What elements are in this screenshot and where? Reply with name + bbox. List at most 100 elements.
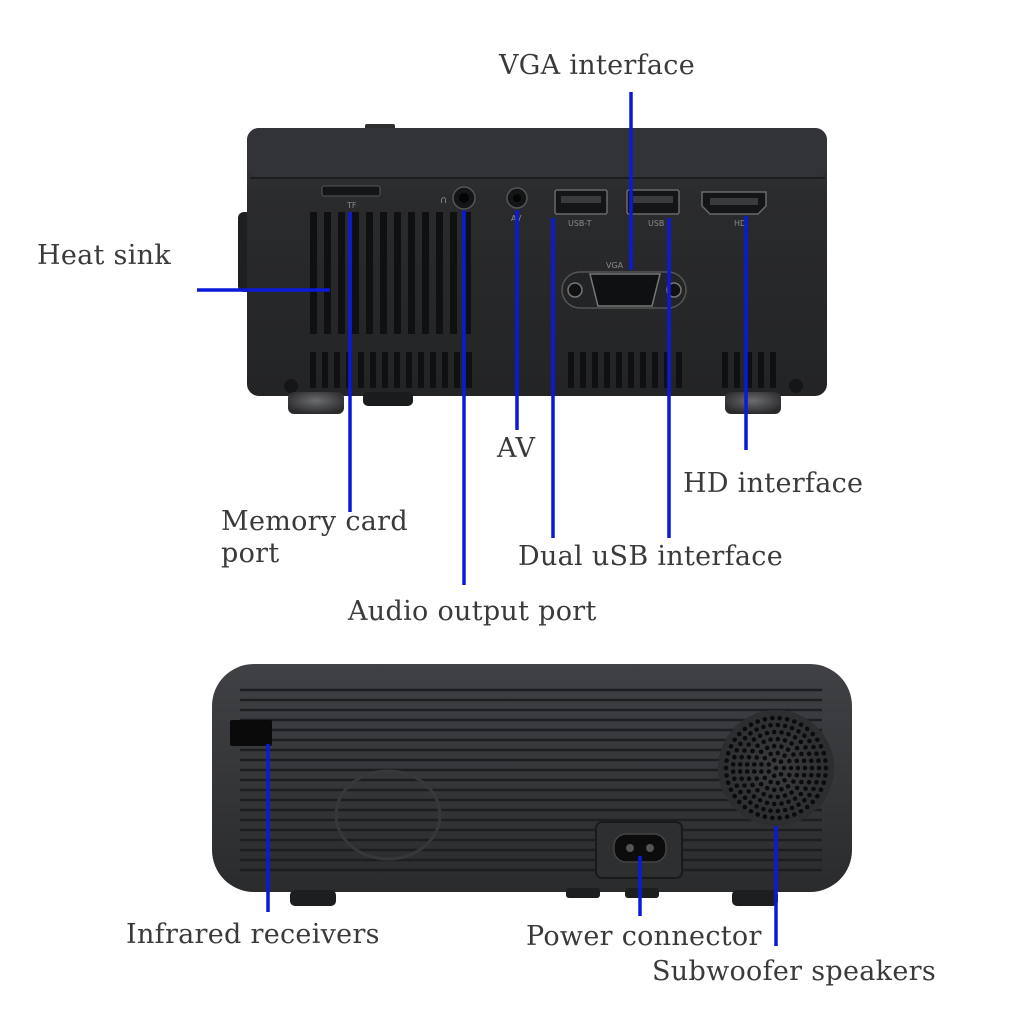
- memory-card-slot: TF: [321, 185, 381, 210]
- speaker-hole: [770, 815, 775, 821]
- speaker-hole: [771, 787, 777, 793]
- speaker-hole: [742, 735, 748, 741]
- speaker-hole: [755, 743, 760, 748]
- speaker-hole: [728, 744, 734, 749]
- speaker-hole: [762, 775, 768, 781]
- leader-lines: [197, 92, 778, 946]
- speaker-hole: [799, 751, 804, 757]
- speaker-hole: [796, 729, 801, 734]
- speaker-hole: [802, 765, 808, 771]
- speaker-hole: [821, 751, 827, 756]
- infrared-window: [230, 720, 272, 746]
- speaker-hole: [746, 742, 751, 747]
- speaker-hole: [801, 772, 807, 778]
- speaker-hole: [775, 794, 781, 800]
- speaker-hole: [755, 788, 760, 793]
- speaker-hole: [782, 723, 788, 729]
- label-hd-interface: HD interface: [683, 468, 864, 499]
- speaker-hole: [792, 735, 798, 740]
- speaker-hole: [789, 805, 795, 811]
- speaker-hole: [730, 762, 736, 767]
- speaker-hole: [737, 799, 742, 805]
- speaker-hole: [768, 808, 773, 813]
- speaker-hole: [766, 769, 772, 774]
- speaker-hole: [816, 773, 821, 778]
- rear-body: [247, 128, 827, 396]
- speaker-hole: [759, 762, 764, 767]
- speaker-hole: [768, 794, 773, 799]
- tf-mark: TF: [346, 201, 357, 210]
- speaker-hole: [787, 758, 792, 764]
- speaker-hole: [814, 780, 819, 785]
- speaker-hole: [737, 769, 743, 774]
- speaker-hole: [734, 783, 740, 788]
- top-band: [247, 128, 827, 178]
- speaker-hole: [784, 717, 790, 722]
- speaker-hole: [789, 790, 794, 795]
- label-dual-usb-interface: Dual uSB interface: [518, 541, 784, 572]
- speaker-hole: [782, 793, 788, 798]
- speaker-hole: [738, 741, 743, 747]
- speaker-hole: [751, 794, 757, 799]
- speaker-hole: [723, 765, 729, 771]
- heat-sink-slots: [310, 212, 471, 334]
- speaker-hole: [762, 717, 768, 722]
- speaker-hole: [771, 757, 777, 763]
- speaker-hole: [786, 799, 791, 805]
- speaker-hole: [818, 787, 824, 792]
- speaker-hole: [759, 769, 764, 774]
- speaker-hole: [794, 785, 800, 791]
- speaker-hole: [779, 730, 784, 735]
- speaker-hole: [782, 807, 788, 813]
- speaker-hole: [823, 765, 829, 771]
- speaker-hole: [764, 785, 770, 791]
- speaker-hole: [762, 755, 768, 761]
- faint-emboss: [334, 769, 442, 861]
- speaker-hole: [732, 737, 737, 743]
- speaker-hole: [739, 754, 744, 760]
- speaker-hole: [779, 801, 784, 806]
- speaker-hole: [738, 789, 743, 795]
- label-infrared-receivers: Infrared receivers: [126, 919, 380, 950]
- speaker-hole: [801, 758, 807, 764]
- speaker-hole: [739, 776, 744, 782]
- speaker-hole: [798, 722, 804, 727]
- speaker-hole: [807, 738, 812, 744]
- speaker-hole: [799, 779, 804, 785]
- speaker-hole: [768, 779, 773, 785]
- usb2-mark: USB: [648, 219, 664, 228]
- label-vga-interface: VGA interface: [499, 50, 695, 81]
- speaker-hole: [758, 749, 764, 755]
- speaker-hole: [724, 773, 729, 778]
- speaker-hole: [796, 802, 801, 807]
- speaker-hole: [806, 751, 812, 757]
- speaker-hole: [730, 769, 736, 774]
- speaker-hole: [754, 776, 759, 781]
- speaker-hole: [754, 755, 759, 760]
- speaker-hole: [768, 751, 773, 757]
- speaker-hole: [757, 798, 763, 803]
- label-subwoofer-speakers: Subwoofer speakers: [652, 956, 936, 987]
- speaker-hole: [778, 759, 784, 764]
- speaker-hole: [752, 762, 757, 767]
- speaker-hole: [779, 744, 784, 749]
- speaker-hole: [771, 743, 777, 749]
- speaker-hole: [734, 748, 740, 753]
- usb-port-1: USB-T: [554, 189, 608, 228]
- speaker-hole: [795, 765, 801, 771]
- speaker-hole: [755, 812, 760, 817]
- speaker-hole: [788, 765, 794, 771]
- speaker-hole: [752, 769, 757, 774]
- speaker-hole: [761, 739, 766, 745]
- speaker-hole: [762, 814, 768, 819]
- speaker-hole: [789, 725, 795, 731]
- headphone-icon: ∩: [440, 195, 447, 206]
- speaker-hole: [771, 729, 777, 735]
- speaker-hole: [815, 793, 820, 799]
- speaker-hole: [758, 781, 764, 787]
- speaker-grille: [718, 710, 834, 826]
- speaker-hole: [775, 808, 781, 814]
- speaker-hole: [744, 769, 750, 774]
- speaker-hole: [794, 745, 800, 751]
